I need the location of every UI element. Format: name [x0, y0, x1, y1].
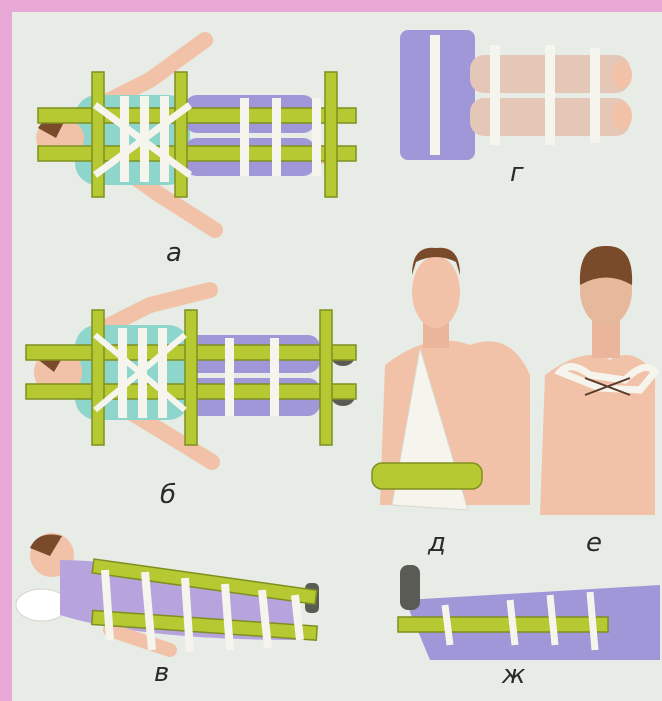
label-figure-b: б	[160, 482, 176, 508]
label-figure-a: а	[166, 240, 182, 266]
figure-a-full-body-splint	[36, 40, 356, 230]
label-figure-e: е	[586, 530, 602, 556]
label-figure-d: д	[428, 530, 446, 556]
figure-b-full-body-splint	[26, 290, 356, 462]
label-figure-g: г	[510, 160, 524, 186]
illustration-panel: а б в г д е ж	[12, 12, 662, 701]
figure-g-legs-bandaged	[400, 30, 632, 160]
label-figure-zh: ж	[502, 662, 525, 688]
figure-v-side-body-splint	[16, 533, 319, 652]
label-figure-v: в	[154, 660, 169, 686]
figure-zh-leg-splint	[398, 565, 660, 660]
figure-d-arm-sling	[372, 248, 530, 510]
figure-e-back-figure-eight-bandage	[540, 246, 655, 515]
first-aid-splinting-illustration	[12, 12, 662, 701]
